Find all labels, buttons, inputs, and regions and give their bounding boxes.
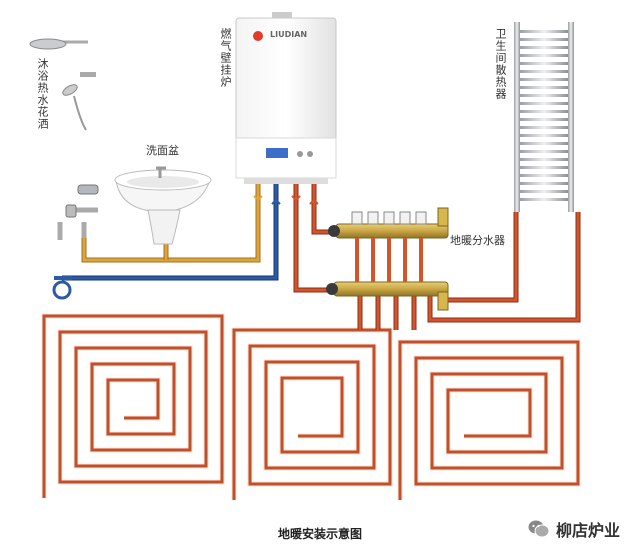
manifold xyxy=(326,207,449,311)
radiator-rail-21 xyxy=(520,190,568,193)
floor-loop-2-edge xyxy=(231,327,393,500)
flow-meter-1 xyxy=(355,238,359,282)
boiler-brand: LIUDIAN xyxy=(270,30,308,39)
boiler-label: 燃气壁挂炉 xyxy=(219,28,232,88)
valve-cap-4 xyxy=(399,211,411,225)
radiator-rail-14 xyxy=(520,134,568,137)
radiator-return-pipe xyxy=(448,212,518,302)
radiator-rail-1 xyxy=(520,30,568,33)
radiator-rail-15 xyxy=(520,142,568,145)
radiator-rail-11 xyxy=(520,110,568,113)
radiator-return-pipe-edge xyxy=(448,212,519,303)
shower-fixture xyxy=(29,38,99,240)
wechat-icon xyxy=(528,520,550,538)
radiator-rail-9 xyxy=(520,94,568,97)
floor-loop-1-edge xyxy=(41,313,225,498)
water-inlet-valve xyxy=(52,276,72,300)
diagram-caption: 地暖安装示意图 xyxy=(277,527,362,541)
radiator-rail-7 xyxy=(520,78,568,81)
heating-supply-pipe xyxy=(294,184,334,292)
flow-meter-2 xyxy=(371,238,375,282)
cold-water-pipe xyxy=(62,184,278,280)
floor-heating-loops xyxy=(41,313,581,500)
return-flow-arrow xyxy=(309,198,319,205)
manifold-label: 地暖分水器 xyxy=(450,234,505,247)
flow-meter-3 xyxy=(387,238,391,282)
flow-meter-4 xyxy=(403,238,407,282)
floor-loop-3 xyxy=(398,340,580,500)
radiator-rail-6 xyxy=(520,70,568,73)
radiator-rail-20 xyxy=(520,182,568,185)
radiator-rail-2 xyxy=(520,38,568,41)
floor-loop-2 xyxy=(232,328,392,500)
valve-cap-5 xyxy=(415,211,427,225)
towel-radiator xyxy=(514,22,574,212)
radiator-rail-19 xyxy=(520,174,568,177)
valve-cap-1 xyxy=(351,211,363,225)
cold-flow-arrow xyxy=(271,198,281,205)
watermark: 柳店炉业 xyxy=(528,517,620,541)
hot-flow-arrow xyxy=(253,195,263,202)
radiator-rail-4 xyxy=(520,54,568,57)
heating-return-pipe-edge xyxy=(311,184,330,235)
washbasin-label: 洗面盆 xyxy=(146,144,179,157)
shower-label: 沐浴热水花洒 xyxy=(36,58,49,130)
radiator-rail-18 xyxy=(520,166,568,169)
flow-meter-5 xyxy=(419,238,423,282)
radiator-rail-16 xyxy=(520,150,568,153)
radiator-rail-8 xyxy=(520,86,568,89)
radiator-rail-3 xyxy=(520,46,568,49)
domestic-hot-pipe xyxy=(82,184,260,262)
watermark-text: 柳店炉业 xyxy=(556,521,621,540)
valve-cap-2 xyxy=(367,211,379,225)
pipe-network xyxy=(62,184,581,330)
gas-boiler xyxy=(235,12,337,184)
radiator-rail-10 xyxy=(520,102,568,105)
radiator-feed-pipe xyxy=(428,212,580,322)
floor-loop-3-edge xyxy=(397,339,581,500)
radiator-feed-pipe-edge xyxy=(427,212,581,323)
supply-flow-arrow xyxy=(291,195,301,202)
radiator-rail-5 xyxy=(520,62,568,65)
radiator-rail-17 xyxy=(520,158,568,161)
radiator-rail-22 xyxy=(520,198,568,201)
floor-loop-1 xyxy=(42,314,224,498)
radiator-rail-13 xyxy=(520,126,568,129)
valve-cap-3 xyxy=(383,211,395,225)
radiator-rail-12 xyxy=(520,118,568,121)
washbasin-fixture xyxy=(114,166,212,245)
towel-radiator-label: 卫生间散热器 xyxy=(494,28,507,100)
